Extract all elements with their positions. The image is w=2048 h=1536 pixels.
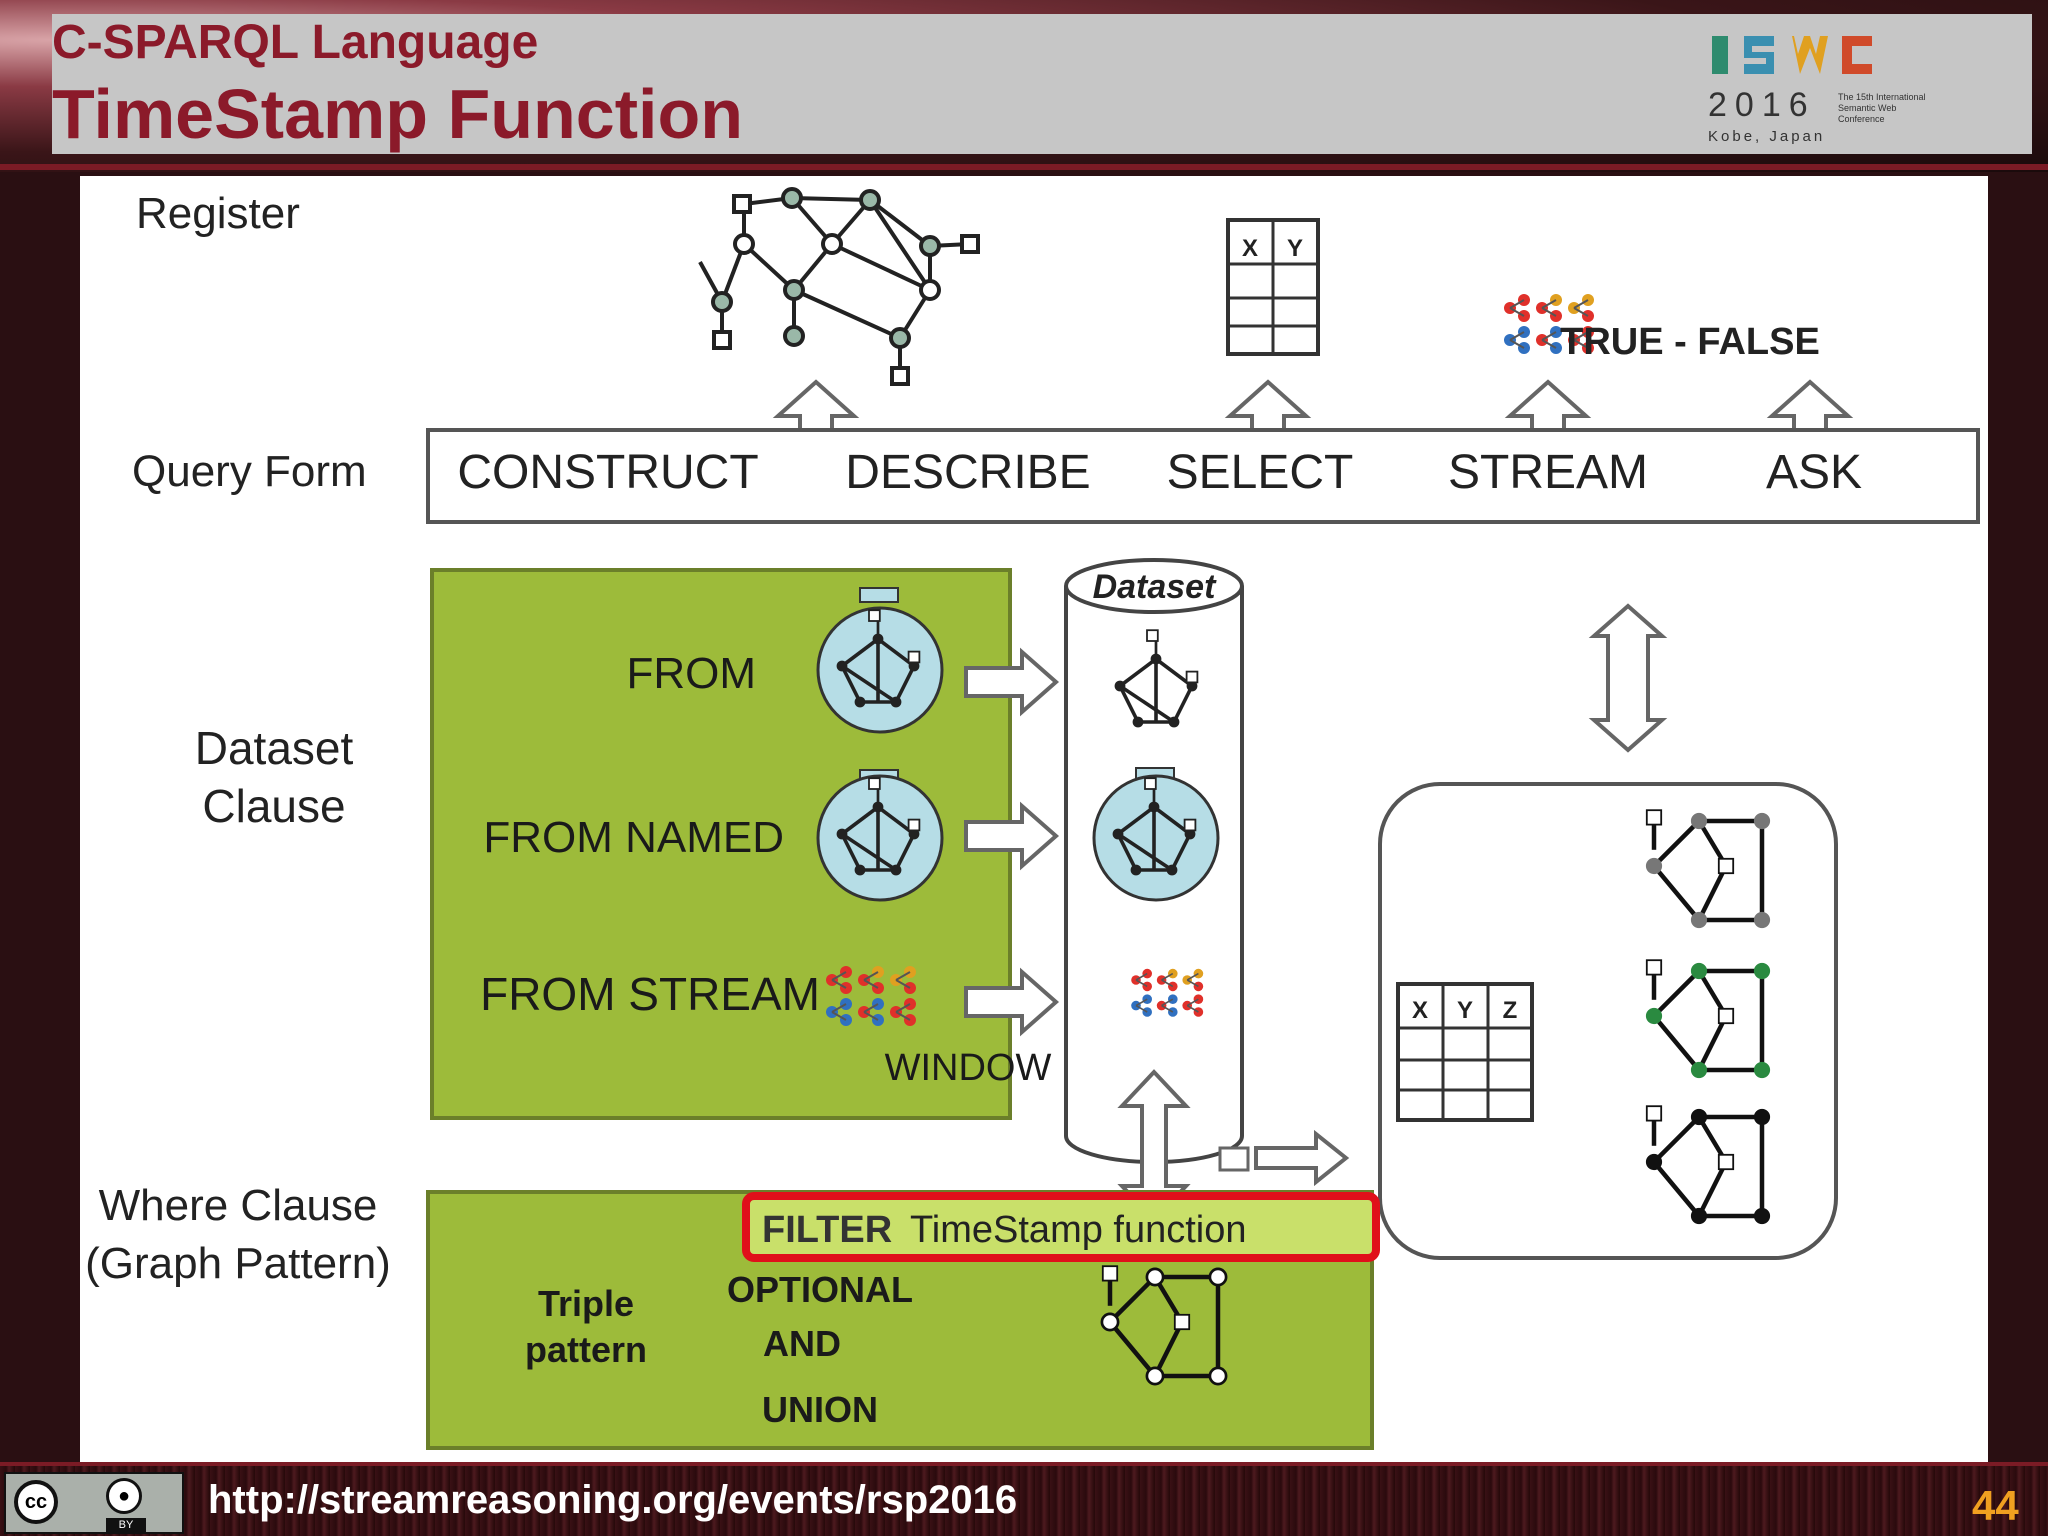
creative-commons-badge[interactable]: cc ● BY <box>4 1472 184 1534</box>
filter-timestamp-highlight <box>742 1192 1380 1262</box>
logo-place: Kobe, Japan <box>1708 128 1826 145</box>
where-clause-label-line2: (Graph Pattern) <box>85 1239 391 1288</box>
logo-note: The 15th International Semantic Web Conf… <box>1838 92 1926 124</box>
dataset-clause-label-line1: Dataset <box>195 722 354 774</box>
where-clause-label-line1: Where Clause <box>99 1181 378 1230</box>
register-label: Register <box>136 189 300 238</box>
by-label: BY <box>106 1518 146 1532</box>
ask-result-label: TRUE - FALSE <box>1560 321 1820 363</box>
query-form-construct: CONSTRUCT <box>457 446 758 499</box>
query-form-select: SELECT <box>1167 446 1354 499</box>
results-table-icon: X Y Z <box>1396 982 1534 1122</box>
result-graph-gray-icon <box>1646 810 1771 929</box>
logo-letter-s <box>1744 36 1774 74</box>
footer-bar <box>0 1462 2048 1536</box>
logo-letter-i <box>1712 36 1728 74</box>
query-form-ask: ASK <box>1766 446 1862 499</box>
query-form-describe: DESCRIBE <box>845 446 1090 499</box>
slide-subtitle: C-SPARQL Language <box>52 16 539 69</box>
triple-pattern-label-line2: pattern <box>525 1329 647 1370</box>
select-table-icon: X Y <box>1226 218 1320 356</box>
logo-letter-w <box>1792 36 1828 74</box>
footer-url-link[interactable]: http://streamreasoning.org/events/rsp201… <box>208 1478 1018 1522</box>
results-table-header-z: Z <box>1503 997 1518 1024</box>
dataset-clause-label-line2: Clause <box>202 780 345 832</box>
iswc-logo <box>1712 36 1872 74</box>
query-form-label: Query Form <box>132 447 367 496</box>
window-label: WINDOW <box>885 1047 1052 1089</box>
union-label: UNION <box>762 1389 878 1430</box>
where-pattern-graph-icon <box>1100 1266 1228 1386</box>
result-graph-black-icon <box>1646 1106 1771 1225</box>
results-up-down-arrow <box>1588 603 1668 753</box>
select-table-header-x: X <box>1242 235 1258 262</box>
header-divider <box>0 164 2048 170</box>
from-label: FROM <box>626 649 756 698</box>
from-named-label: FROM NAMED <box>483 813 784 862</box>
header-panel <box>52 14 2032 154</box>
logo-year: 2016 <box>1708 86 1816 124</box>
triple-pattern-label-line1: Triple <box>538 1283 634 1324</box>
query-form-box <box>426 428 1980 524</box>
query-form-stream: STREAM <box>1448 446 1648 499</box>
c-sparql-diagram: Register X Y TRUE - FALSE Query Fo <box>85 187 1980 1450</box>
cc-icon: cc <box>14 1480 58 1524</box>
slide-title: TimeStamp Function <box>52 75 743 153</box>
construct-graph-icon <box>698 187 980 386</box>
dataset-label: Dataset <box>1093 568 1218 606</box>
dataset-to-results-arrow <box>1218 1129 1350 1187</box>
footer-divider <box>0 1462 2048 1466</box>
logo-letter-c <box>1842 36 1872 74</box>
from-graph-jar-icon <box>816 587 944 734</box>
results-table-header-x: X <box>1412 997 1428 1024</box>
from-stream-label: FROM STREAM <box>480 968 820 1020</box>
and-label: AND <box>763 1323 841 1364</box>
optional-label: OPTIONAL <box>727 1269 913 1310</box>
from-named-graph-jar-icon <box>816 769 944 902</box>
page-number: 44 <box>1972 1482 2019 1529</box>
attribution-person-icon: ● <box>106 1478 142 1514</box>
result-graph-green-icon <box>1646 960 1771 1079</box>
dataset-named-graph-jar-icon <box>1092 767 1220 902</box>
filter-timestamp-text: TimeStamp function <box>910 1209 1247 1251</box>
filter-keyword: FILTER <box>762 1209 892 1251</box>
select-table-header-y: Y <box>1287 235 1303 262</box>
results-panel <box>1378 782 1838 1260</box>
results-table-header-y: Y <box>1457 997 1473 1024</box>
